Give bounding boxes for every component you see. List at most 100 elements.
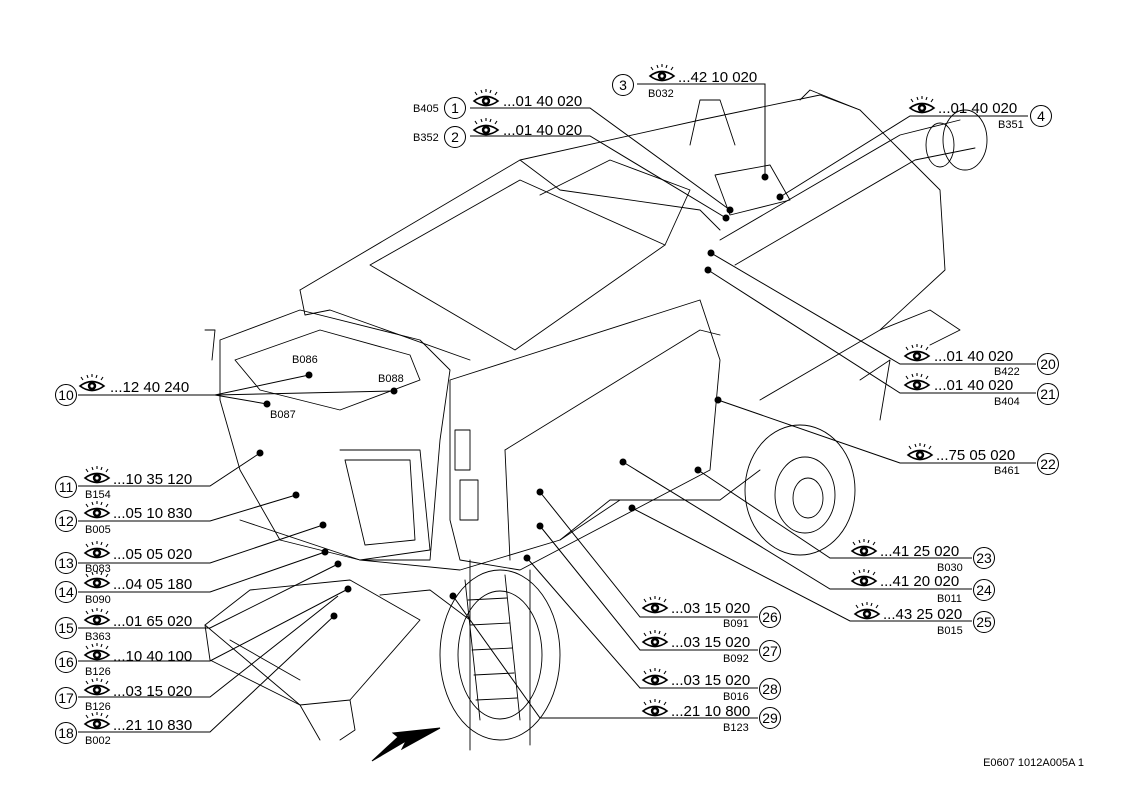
part-numbers: ...01 40 020 ...01 40 020 ...42 10 020 .…: [110, 69, 1017, 734]
eye-icon: [84, 500, 110, 519]
callout-number: 26: [762, 609, 778, 625]
callout-number: 28: [762, 681, 778, 697]
callout-number: 2: [451, 129, 459, 145]
callout-number: 15: [58, 620, 74, 636]
part-number: ...01 65 020: [113, 613, 192, 630]
callout-number: 27: [762, 643, 778, 659]
callout-number: 12: [58, 513, 74, 529]
part-number: ...21 10 830: [113, 717, 192, 734]
part-number: ...05 05 020: [113, 546, 192, 563]
leader-lines: [78, 83, 1036, 733]
eye-icon: [907, 442, 933, 461]
combine-harvester-drawing: [204, 89, 988, 751]
callout-numbers: 1 2 3 4 10 11 12 13 14 15 16 17 18 20 21…: [58, 77, 1056, 741]
decal-code: B092: [723, 653, 749, 665]
part-number: ...03 15 020: [671, 634, 750, 651]
figure-reference-code: E0607 1012A005A 1: [983, 757, 1084, 769]
decal-code: B015: [937, 625, 963, 637]
inline-decal-labels: B086 B088 B087: [270, 354, 404, 421]
eye-icon: [473, 88, 499, 107]
part-number: ...04 05 180: [113, 576, 192, 593]
eye-icon: [473, 117, 499, 136]
part-number: ...42 10 020: [678, 69, 757, 86]
part-number: ...01 40 020: [934, 377, 1013, 394]
decal-code: B352: [413, 132, 439, 144]
eye-icon: [904, 372, 930, 391]
decal-code: B404: [994, 396, 1020, 408]
part-number: ...03 15 020: [671, 672, 750, 689]
eye-icons: [79, 63, 935, 730]
decal-code: B422: [994, 366, 1020, 378]
callout-number: 20: [1040, 356, 1056, 372]
callout-number: 29: [762, 710, 778, 726]
decal-code: B405: [413, 103, 439, 115]
inline-decal-code: B087: [270, 409, 296, 421]
part-number: ...03 15 020: [671, 600, 750, 617]
part-number: ...01 40 020: [938, 100, 1017, 117]
inline-decal-code: B088: [378, 373, 404, 385]
part-number: ...43 25 020: [883, 606, 962, 623]
eye-icon: [642, 595, 668, 614]
callout-number: 21: [1040, 386, 1056, 402]
decal-code: B154: [85, 489, 111, 501]
decal-code: B090: [85, 594, 111, 606]
decal-code: B032: [648, 88, 674, 100]
leader-dots: [256, 173, 784, 620]
decal-code: B030: [937, 562, 963, 574]
callout-number: 10: [58, 387, 74, 403]
decal-code: B005: [85, 524, 111, 536]
callout-number: 23: [976, 550, 992, 566]
eye-icon: [84, 642, 110, 661]
callout-number: 16: [58, 654, 74, 670]
callout-number: 24: [976, 582, 992, 598]
callout-number: 14: [58, 584, 74, 600]
eye-icon: [854, 601, 880, 620]
decal-codes: B405 B352 B032 B351 B154 B005 B083 B090 …: [85, 88, 1024, 747]
decal-code: B011: [937, 593, 962, 605]
part-number: ...10 35 120: [113, 471, 192, 488]
part-number: ...10 40 100: [113, 648, 192, 665]
decal-code: B461: [994, 465, 1020, 477]
eye-icon: [642, 629, 668, 648]
eye-icon: [851, 568, 877, 587]
callout-number: 4: [1037, 108, 1045, 124]
eye-icon: [904, 343, 930, 362]
part-number: ...75 05 020: [936, 447, 1015, 464]
eye-icon: [649, 63, 675, 82]
decal-code: B126: [85, 666, 111, 678]
part-number: ...01 40 020: [503, 122, 582, 139]
callout-number: 25: [976, 614, 992, 630]
callout-number: 22: [1040, 456, 1056, 472]
part-number: ...03 15 020: [113, 683, 192, 700]
part-number: ...12 40 240: [110, 379, 189, 396]
inline-decal-code: B086: [292, 354, 318, 366]
callout-number-circles: [55, 74, 1059, 744]
decal-code: B091: [723, 618, 749, 630]
decal-code: B016: [723, 691, 749, 703]
eye-icon: [84, 465, 110, 484]
callout-number: 13: [58, 555, 74, 571]
part-number: ...41 20 020: [880, 573, 959, 590]
callout-number: 17: [58, 690, 74, 706]
decal-code: B002: [85, 735, 111, 747]
eye-icon: [851, 538, 877, 557]
callout-number: 1: [451, 100, 459, 116]
eye-icon: [84, 677, 110, 696]
eye-icon: [84, 540, 110, 559]
callout-number: 3: [619, 77, 627, 93]
part-number: ...41 25 020: [880, 543, 959, 560]
decal-code: B363: [85, 631, 111, 643]
callout-number: 11: [59, 479, 74, 495]
decal-code: B126: [85, 701, 111, 713]
eye-icon: [84, 711, 110, 730]
eye-icon: [642, 667, 668, 686]
eye-icon: [642, 698, 668, 717]
part-number: ...01 40 020: [934, 348, 1013, 365]
callout-number: 18: [58, 725, 74, 741]
eye-icon: [909, 95, 935, 114]
eye-icon: [84, 607, 110, 626]
part-number: ...05 10 830: [113, 505, 192, 522]
decal-code: B083: [85, 563, 111, 575]
